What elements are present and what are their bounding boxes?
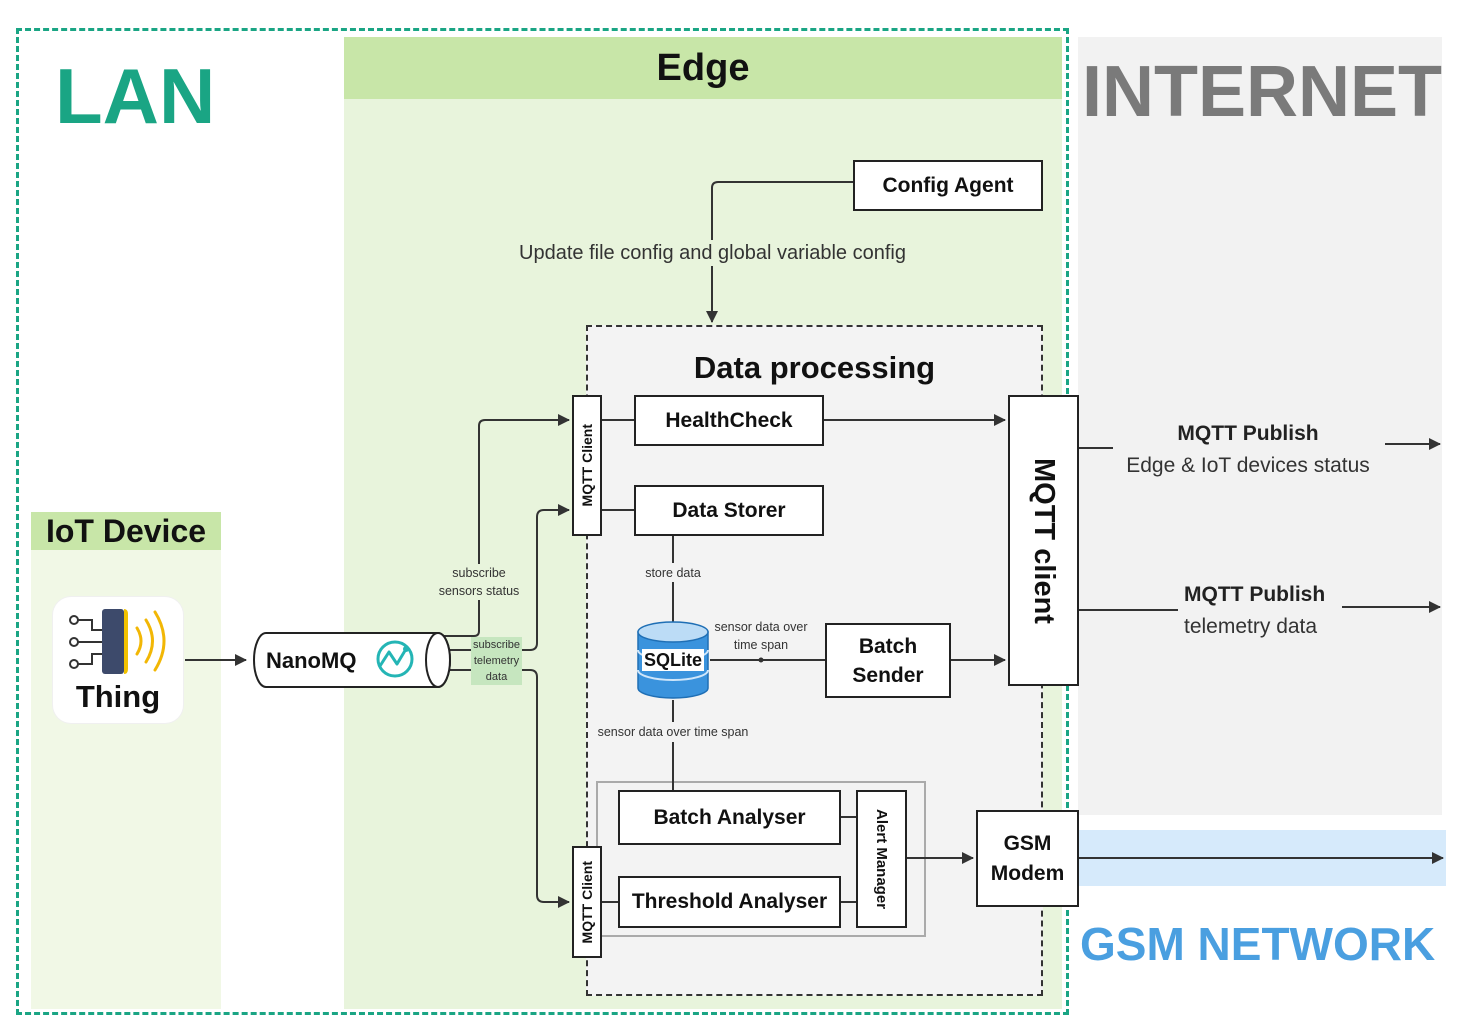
edge-header [344, 37, 1062, 99]
mqtt-client-bottom-node: MQTT Client [572, 846, 602, 958]
publish-status-title: MQTT Publish [1177, 422, 1319, 445]
sqlite-cylinder [637, 621, 709, 699]
gsm-network-title: GSM NETWORK [1080, 918, 1436, 970]
threshold-analyser-node: Threshold Analyser [618, 876, 841, 928]
mqtt-client-top-node: MQTT Client [572, 395, 602, 536]
mqtt-client-big-node: MQTT client [1008, 395, 1079, 686]
batch-analyser-label: Batch Analyser [653, 805, 806, 829]
publish-status-sub: Edge & IoT devices status [1126, 454, 1370, 477]
healthcheck-node: HealthCheck [634, 395, 824, 446]
config-agent-label: Config Agent [882, 173, 1014, 197]
edge-title: Edge [656, 47, 750, 89]
nanomq-label: NanoMQ [266, 648, 357, 673]
edge-config-processing [706, 181, 853, 323]
alert-manager-label: Alert Manager [873, 808, 890, 910]
subscribe-status-label: subscribe sensors status [434, 564, 524, 600]
mqtt-client-big-label: MQTT client [1028, 457, 1060, 624]
publish-telemetry-sub: telemetry data [1184, 615, 1318, 638]
edge-nanomq-telemetry [444, 504, 570, 651]
nanomq-logo-icon [376, 640, 414, 678]
data-processing-title: Data processing [693, 350, 936, 385]
mqtt-client-bottom-label: MQTT Client [579, 860, 595, 944]
edge-nanomq-bottom-client [444, 669, 570, 908]
batch-analyser-node: Batch Analyser [618, 790, 841, 845]
thing-label: Thing [75, 679, 161, 714]
iot-device-title: IoT Device [45, 513, 207, 549]
config-update-label: Update file config and global variable c… [470, 240, 955, 266]
edge-nanomq-status [444, 414, 570, 637]
iot-device-header [31, 512, 221, 550]
lan-title: LAN [55, 52, 216, 140]
sensor-data-span-label: sensor data over time span [713, 618, 809, 654]
mqtt-client-top-label: MQTT Client [579, 424, 595, 507]
internet-title: INTERNET [1082, 52, 1442, 132]
iot-device-zone [31, 512, 221, 1009]
alert-manager-node: Alert Manager [856, 790, 907, 928]
internet-zone [1078, 37, 1442, 815]
data-storer-node: Data Storer [634, 485, 824, 536]
gsm-modem-label: GSM Modem [990, 831, 1065, 885]
subscribe-telemetry-label: subscribe telemetry data [471, 637, 522, 685]
sensor-data-span-label-2: sensor data over time span [589, 723, 757, 741]
store-data-label: store data [635, 564, 711, 582]
healthcheck-label: HealthCheck [665, 408, 793, 432]
data-storer-label: Data Storer [672, 498, 786, 522]
config-agent-node: Config Agent [853, 160, 1043, 211]
batch-sender-node: Batch Sender [825, 623, 951, 698]
publish-telemetry-title: MQTT Publish [1184, 583, 1326, 606]
batch-sender-label: Batch Sender [852, 634, 924, 687]
threshold-analyser-label: Threshold Analyser [631, 890, 828, 913]
gsm-modem-node: GSM Modem [976, 810, 1079, 907]
sqlite-label: SQLite [643, 650, 702, 670]
